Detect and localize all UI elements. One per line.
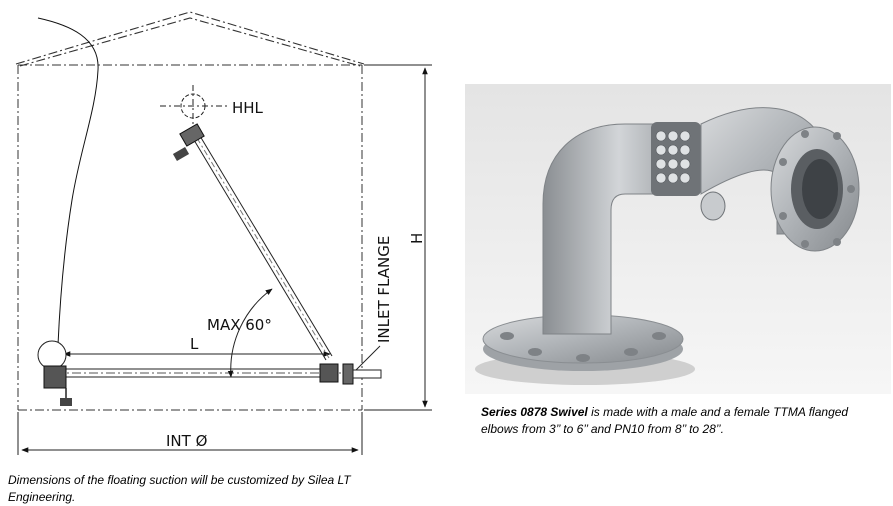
tank-walls bbox=[17, 65, 363, 411]
swivel-caption: Series 0878 Swivel is made with a male a… bbox=[481, 404, 881, 438]
tank-roof bbox=[15, 11, 365, 67]
liquid-level-curve bbox=[37, 17, 99, 346]
hhl-label: HHL bbox=[232, 99, 264, 117]
top-float bbox=[160, 85, 228, 161]
swivel-joint-photo bbox=[465, 84, 891, 394]
int-diameter-label: INT Ø bbox=[166, 432, 208, 450]
series-name: Series 0878 Swivel bbox=[481, 405, 588, 419]
length-label: L bbox=[190, 335, 199, 353]
inlet-flange-label: INLET FLANGE bbox=[375, 236, 393, 343]
suction-arm-inclined bbox=[193, 135, 333, 361]
inlet-swivel bbox=[319, 363, 382, 385]
inlet-leader bbox=[355, 345, 381, 371]
bottom-float bbox=[37, 340, 72, 406]
angle-arc bbox=[227, 288, 273, 378]
height-dimension bbox=[364, 64, 432, 411]
height-label: H bbox=[408, 233, 426, 244]
tank-diagram: HHL MAX 60° L H INLET FLANGE INT Ø bbox=[15, 11, 432, 455]
caption-text: is made with a male and a female TTMA fl… bbox=[481, 405, 849, 436]
int-diameter-dimension bbox=[17, 412, 363, 455]
max-angle-label: MAX 60° bbox=[207, 316, 272, 334]
dimensions-note: Dimensions of the floating suction will … bbox=[8, 473, 351, 504]
suction-pipe-bottom bbox=[55, 368, 380, 378]
